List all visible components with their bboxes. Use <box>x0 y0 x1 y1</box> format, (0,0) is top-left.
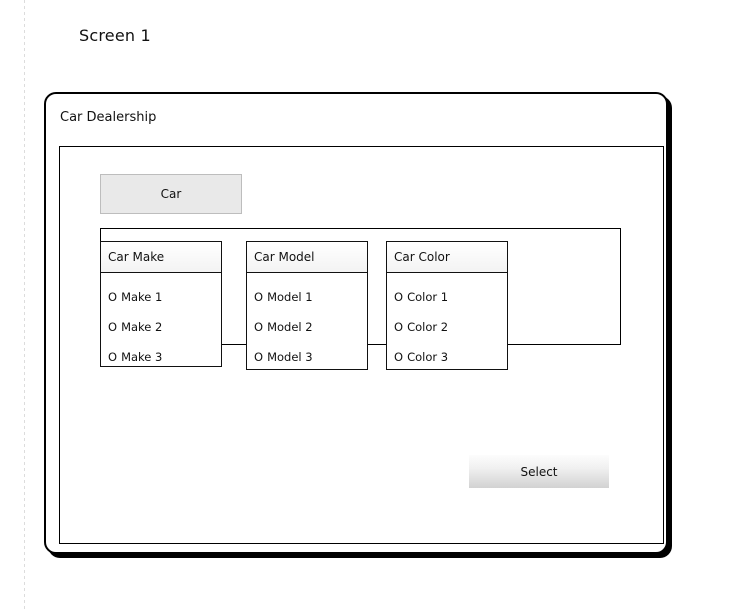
radio-option-make-2-label: Make 2 <box>121 320 163 334</box>
radio-circle-icon: O <box>254 350 264 364</box>
radio-circle-icon: O <box>108 290 118 304</box>
group-header-car-model: Car Model <box>247 242 367 273</box>
page-title: Screen 1 <box>79 26 151 45</box>
radio-option-make-3-label: Make 3 <box>121 350 163 364</box>
radio-circle-icon: O <box>394 350 404 364</box>
radio-option-model-2-label: Model 2 <box>267 320 313 334</box>
radio-option-model-1-label: Model 1 <box>267 290 313 304</box>
select-button[interactable]: Select <box>469 455 609 488</box>
radio-option-color-2-label: Color 2 <box>407 320 449 334</box>
radio-option-make-1-label: Make 1 <box>121 290 163 304</box>
radio-option-color-1-label: Color 1 <box>407 290 449 304</box>
radio-circle-icon: O <box>394 320 404 334</box>
group-header-car-make: Car Make <box>101 242 221 273</box>
window-title: Car Dealership <box>60 110 157 125</box>
tab-car-label: Car <box>160 187 182 201</box>
canvas-guide-line <box>24 0 25 611</box>
tab-car[interactable]: Car <box>100 174 242 214</box>
radio-option-color-3-label: Color 3 <box>407 350 449 364</box>
radio-circle-icon: O <box>108 350 118 364</box>
radio-circle-icon: O <box>394 290 404 304</box>
radio-circle-icon: O <box>254 290 264 304</box>
radio-circle-icon: O <box>254 320 264 334</box>
radio-option-model-3-label: Model 3 <box>267 350 313 364</box>
radio-circle-icon: O <box>108 320 118 334</box>
group-header-car-color: Car Color <box>387 242 507 273</box>
